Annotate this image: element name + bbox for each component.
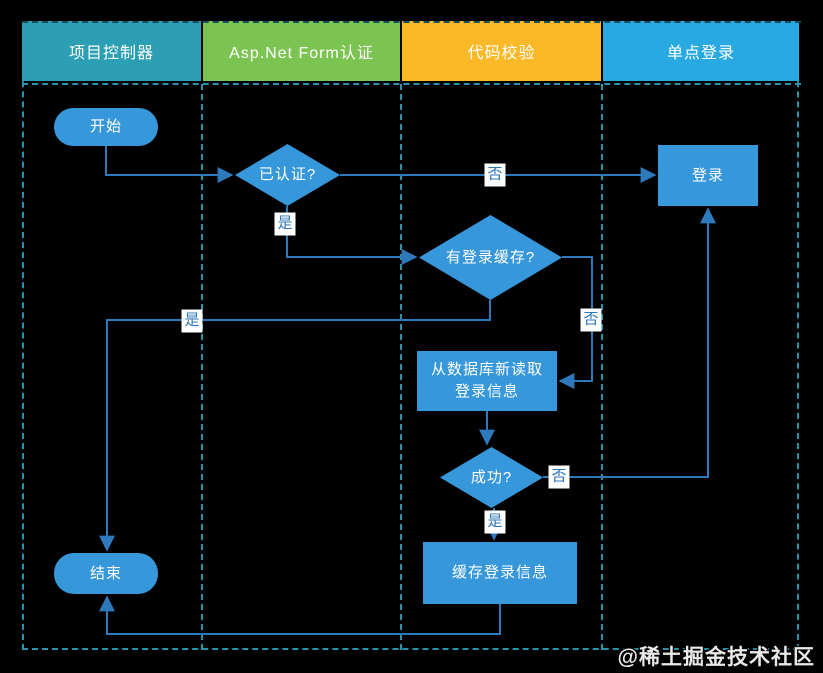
edge-label-success-no: 否 bbox=[548, 465, 570, 489]
start-node: 开始 bbox=[54, 108, 158, 146]
lane-header-label: 单点登录 bbox=[666, 45, 735, 62]
lane-divider-2 bbox=[400, 84, 402, 650]
start-node-label: 开始 bbox=[89, 118, 122, 136]
edge-authenticated-yes-to-hascache bbox=[286, 206, 418, 265]
lane-header-label: Asp.Net Form认证 bbox=[229, 45, 374, 62]
pool-border bbox=[22, 21, 799, 650]
edge-label-cache-yes: 是 bbox=[181, 309, 203, 333]
pool-top-border bbox=[22, 21, 801, 23]
edge-cacheinfo-to-end bbox=[99, 595, 501, 635]
decision-authenticated-label: 已认证? bbox=[258, 166, 317, 184]
lane-header-code-validation: 代码校验 bbox=[402, 21, 601, 81]
read-db-line1: 从数据库新读取 bbox=[430, 361, 543, 379]
edge-start-to-authenticated bbox=[105, 146, 234, 183]
read-db-line2: 登录信息 bbox=[454, 383, 519, 400]
lane-body-top-border bbox=[22, 83, 801, 85]
cache-login-info-node: 缓存登录信息 bbox=[423, 542, 577, 604]
lane-header-project-controller: 项目控制器 bbox=[22, 21, 201, 81]
lane-divider-1 bbox=[201, 84, 203, 650]
lane-header-label: 项目控制器 bbox=[68, 45, 154, 62]
lane-header-single-sign-on: 单点登录 bbox=[603, 21, 799, 81]
end-node-label: 结束 bbox=[89, 564, 122, 582]
decision-has-login-cache-label: 有登录缓存? bbox=[445, 248, 536, 266]
edge-label-auth-no: 否 bbox=[484, 163, 506, 187]
edge-label-cache-no: 否 bbox=[580, 308, 602, 332]
edge-label-success-yes: 是 bbox=[484, 510, 506, 534]
lane-header-label: 代码校验 bbox=[467, 45, 536, 62]
decision-success-label: 成功? bbox=[470, 468, 513, 486]
edge-success-no-to-login bbox=[543, 207, 716, 478]
edge-hascache-yes-to-end bbox=[99, 300, 491, 552]
read-db-node: 从数据库新读取 登录信息 bbox=[417, 351, 557, 411]
edge-label-auth-yes: 是 bbox=[274, 212, 296, 236]
lane-divider-3 bbox=[601, 84, 603, 650]
watermark: @稀土掘金技术社区 bbox=[617, 646, 815, 669]
login-node-label: 登录 bbox=[691, 166, 724, 184]
lane-header-aspnet-form-auth: Asp.Net Form认证 bbox=[203, 21, 400, 81]
login-node: 登录 bbox=[658, 145, 758, 206]
cache-login-info-label: 缓存登录信息 bbox=[451, 564, 548, 582]
read-db-node-label: 从数据库新读取 登录信息 bbox=[431, 359, 543, 403]
end-node: 结束 bbox=[54, 553, 158, 594]
